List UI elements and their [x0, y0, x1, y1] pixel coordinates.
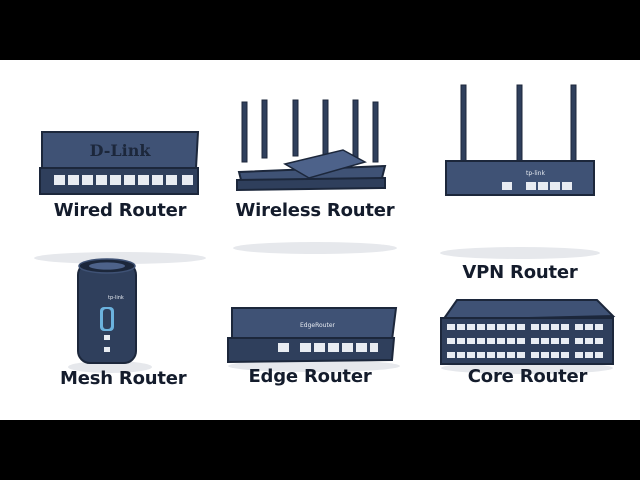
- wired-router-image: D-Link: [34, 131, 206, 264]
- core-router-image: [440, 299, 616, 374]
- wired-router-ports: [54, 175, 193, 185]
- mesh-router-label: Mesh Router: [60, 368, 187, 389]
- router-types-illustration: D-Link Wired Router Wireless Router: [0, 60, 640, 420]
- core-router-label: Core Router: [467, 366, 588, 387]
- mesh-router-brand: tp-link: [108, 295, 124, 301]
- vpn-router-image: tp-link: [440, 84, 600, 259]
- edge-router-ports: [278, 343, 378, 352]
- edge-router-image: EdgeRouter: [227, 307, 400, 372]
- edge-router-label: Edge Router: [248, 366, 372, 387]
- wired-router-label: Wired Router: [53, 200, 187, 221]
- core-router-card: Core Router: [435, 299, 620, 420]
- vpn-router-label: VPN Router: [462, 262, 578, 283]
- vpn-router-card: tp-link VPN Router: [430, 84, 610, 300]
- edge-router-card: EdgeRouter Edge Router: [220, 300, 400, 420]
- letterbox-top: [0, 0, 640, 60]
- mesh-router-card: tp-link Mesh Router: [60, 255, 187, 405]
- wireless-router-label: Wireless Router: [235, 200, 395, 221]
- vpn-router-antennas: [460, 84, 577, 162]
- core-router-ports: [447, 324, 603, 358]
- mesh-router-image: tp-link: [68, 258, 152, 373]
- wired-router-brand: D-Link: [90, 141, 152, 160]
- vpn-router-ports: [502, 182, 572, 190]
- wireless-router-image: [233, 99, 397, 254]
- wired-router-card: D-Link Wired Router: [30, 130, 210, 300]
- wireless-router-card: Wireless Router: [225, 99, 405, 300]
- wireless-router-antennas: [241, 99, 379, 163]
- edge-router-brand: EdgeRouter: [300, 322, 336, 329]
- letterbox-bottom: [0, 420, 640, 480]
- vpn-router-brand: tp-link: [526, 170, 545, 177]
